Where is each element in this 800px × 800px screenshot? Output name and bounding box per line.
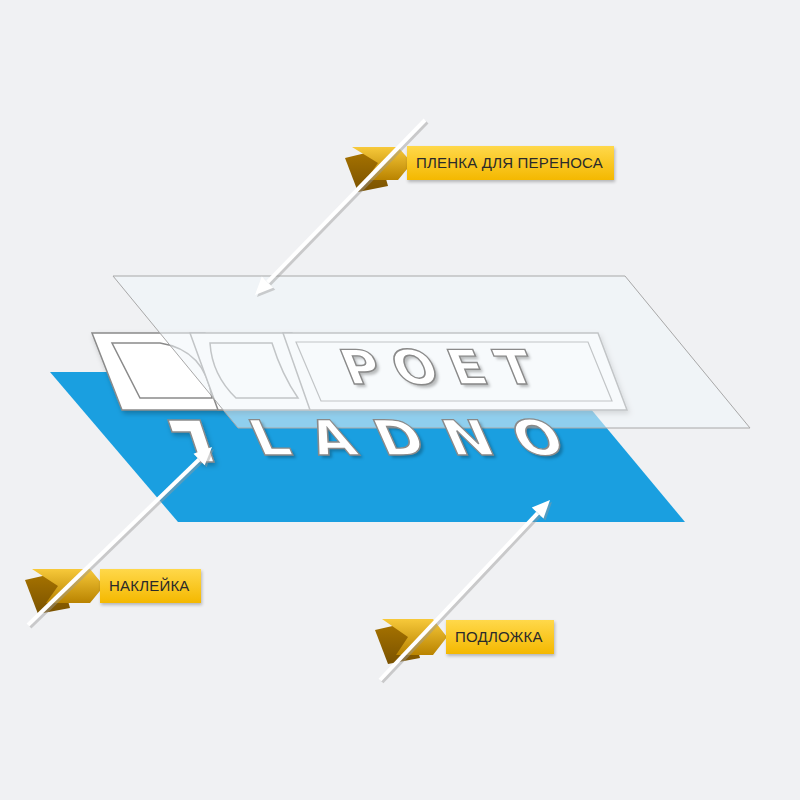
arrow-line xyxy=(382,515,540,682)
arrow-head xyxy=(255,277,273,295)
transfer-film xyxy=(113,276,750,428)
arrow-line xyxy=(268,120,425,282)
callout-ribbon: ПОДЛОЖКА xyxy=(446,620,554,654)
ribbon-tails xyxy=(25,147,447,664)
arrow-head xyxy=(194,447,212,465)
callout-ribbon: ПЛЕНКА ДЛЯ ПЕРЕНОСА xyxy=(407,146,614,180)
arrow-head xyxy=(532,500,550,519)
arrow-line xyxy=(30,462,201,627)
logo-lettering: POET xyxy=(332,340,558,395)
callout-text: ПЛЕНКА ДЛЯ ПЕРЕНОСА xyxy=(416,154,603,171)
arrow-line xyxy=(380,513,538,680)
callout-ribbon: НАКЛЕЙКА xyxy=(100,569,201,603)
logo-lettering: LADNO xyxy=(240,410,597,467)
arrow-line xyxy=(270,122,427,284)
callout-text: ПОДЛОЖКА xyxy=(455,628,543,645)
callout-text: НАКЛЕЙКА xyxy=(109,577,190,594)
